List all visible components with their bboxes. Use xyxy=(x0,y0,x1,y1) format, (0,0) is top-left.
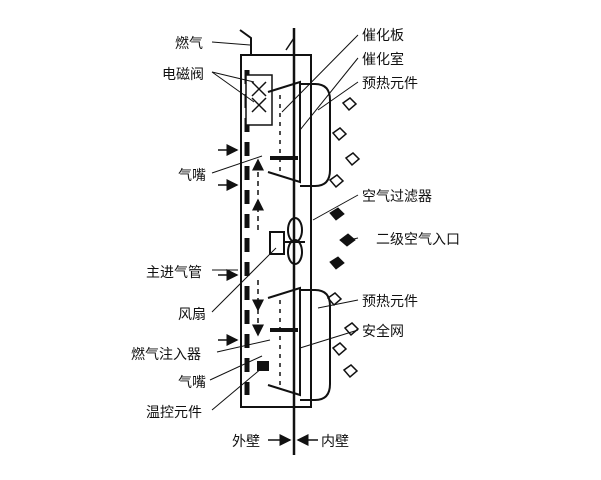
label-nozzle-upper: 气嘴 xyxy=(178,168,206,184)
label-inner-wall: 内壁 xyxy=(321,434,349,450)
gas-pipe xyxy=(239,29,252,55)
label-catalytic-chamber: 催化室 xyxy=(362,52,404,68)
secondary-air-arrows xyxy=(329,207,356,270)
label-fan: 风扇 xyxy=(178,307,206,323)
label-air-filter: 空气过滤器 xyxy=(362,189,432,205)
label-solenoid-valve: 电磁阀 xyxy=(162,67,204,83)
label-gas: 燃气 xyxy=(175,36,203,52)
upper-catalytic-chamber xyxy=(267,80,331,187)
label-gas-injector: 燃气注入器 xyxy=(131,347,201,363)
label-catalytic-plate: 催化板 xyxy=(362,28,404,44)
fan xyxy=(269,217,305,265)
label-outer-wall: 外壁 xyxy=(232,434,260,450)
label-safety-net: 安全网 xyxy=(362,324,404,340)
solenoid-valve xyxy=(245,74,273,126)
label-main-intake-pipe: 主进气管 xyxy=(146,265,202,281)
label-nozzle-lower: 气嘴 xyxy=(178,375,206,391)
label-secondary-air-inlet: 二级空气入口 xyxy=(376,232,460,248)
label-preheat-lower: 预热元件 xyxy=(362,294,418,310)
label-preheat-upper: 预热元件 xyxy=(362,76,418,92)
intake-arrows xyxy=(218,144,239,346)
lower-catalytic-chamber xyxy=(257,286,331,401)
leader-lines xyxy=(209,34,359,411)
label-thermostat: 温控元件 xyxy=(146,405,202,421)
